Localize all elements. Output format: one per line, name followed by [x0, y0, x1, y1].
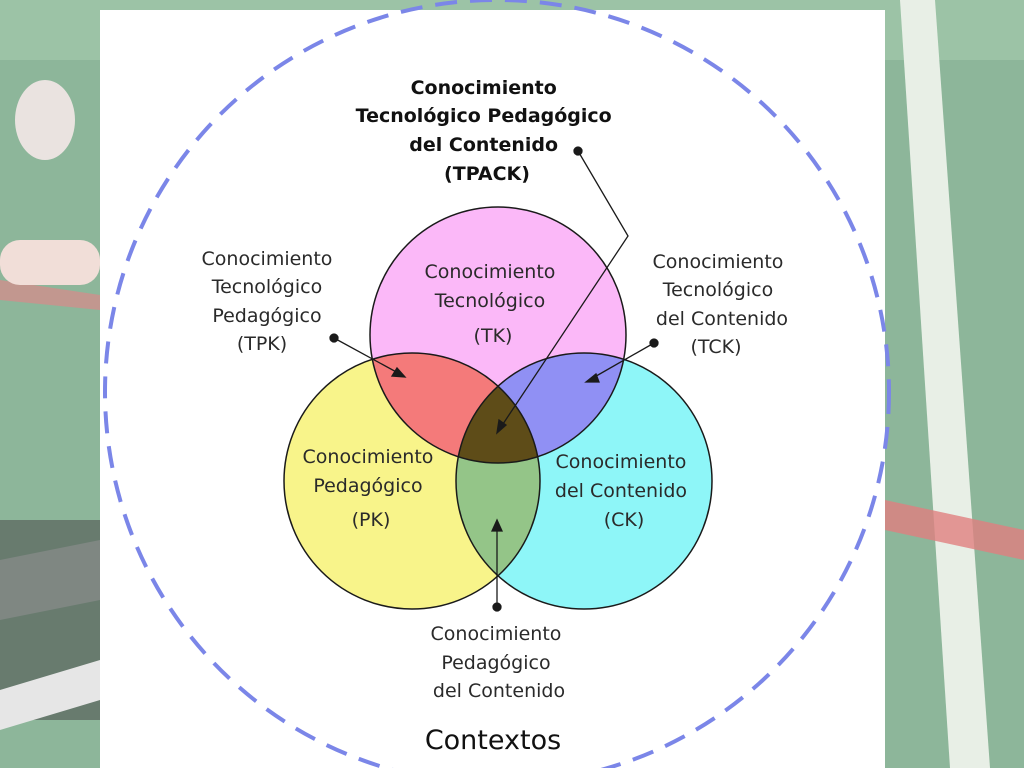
tck-pointer-arrow — [584, 372, 600, 383]
pk-label: Conocimiento Pedagógico (PK) — [303, 446, 440, 531]
pck-pointer-arrow — [490, 518, 504, 532]
tpack-region — [456, 353, 540, 463]
tck-pointer-line — [590, 342, 655, 380]
tck-label: Conocimiento Tecnológico del Contenido (… — [653, 251, 795, 358]
pck-label: Conocimiento Pedagógico del Contenido — [431, 623, 568, 702]
tk-outline — [369, 206, 627, 464]
ck-outline — [455, 352, 713, 610]
tpack-label: Conocimiento Tecnológico Pedagógico del … — [356, 77, 619, 185]
ck-label: Conocimiento del Contenido (CK) — [555, 451, 693, 531]
tpk-pointer-arrow — [390, 366, 407, 378]
tpack-pointer-arrow — [496, 418, 508, 435]
tpk-label: Conocimiento Tecnológico Pedagógico (TPK… — [202, 248, 339, 355]
tk-label: Conocimiento Tecnológico (TK) — [425, 261, 562, 347]
tpk-pointer-line — [333, 337, 401, 375]
pk-outline — [283, 352, 541, 610]
tpack-pointer-line — [500, 150, 629, 428]
context-label: Contextos — [425, 725, 561, 756]
context-ring — [103, 0, 891, 768]
pointer-lines — [329, 146, 659, 612]
